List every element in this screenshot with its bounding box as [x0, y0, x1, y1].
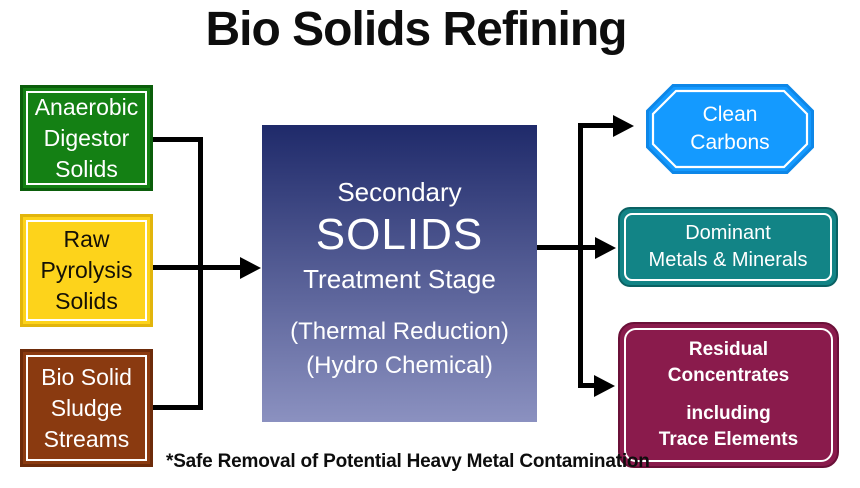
- box-text-line: Digestor: [43, 124, 130, 151]
- box-text-line: Anaerobic: [34, 93, 139, 120]
- connector-brown-stub: [153, 405, 203, 410]
- process-subtitle-top: Secondary: [337, 177, 462, 207]
- arrowhead-into-residual: [594, 375, 615, 397]
- anaerobic-digestor-solids-label: Anaerobic Digestor Solids: [26, 91, 147, 185]
- connector-mid-branch: [583, 245, 596, 250]
- box-text-line: Metals & Minerals: [648, 249, 808, 271]
- process-method-1: (Thermal Reduction): [290, 318, 509, 345]
- octagon-shape: [646, 84, 814, 174]
- process-subtitle-bottom: Treatment Stage: [303, 264, 496, 294]
- arrowhead-into-process: [240, 257, 261, 279]
- box-text-line: Dominant: [685, 222, 771, 244]
- bio-solid-sludge-streams-box: Bio Solid Sludge Streams: [20, 349, 153, 467]
- anaerobic-digestor-solids-box: Anaerobic Digestor Solids: [20, 85, 153, 191]
- clean-carbons-label: Clean Carbons: [646, 84, 814, 174]
- box-text-line: Clean: [702, 103, 758, 126]
- box-text-line: including: [686, 403, 771, 424]
- arrowhead-into-clean-carbons: [613, 115, 634, 137]
- arrowhead-into-dominant-metals: [595, 237, 616, 259]
- residual-concentrates-label: Residual Concentrates including Trace El…: [624, 328, 833, 462]
- dominant-metals-minerals-box: Dominant Metals & Minerals: [618, 207, 838, 287]
- box-text-line: Pyrolysis: [40, 257, 133, 283]
- secondary-solids-treatment-box: Secondary SOLIDS Treatment Stage (Therma…: [262, 125, 537, 422]
- box-text-line: Trace Elements: [658, 429, 799, 450]
- box-text-line: Bio Solid: [41, 363, 132, 390]
- connector-process-exit: [537, 245, 583, 250]
- spacer: [262, 297, 537, 315]
- connector-left-vertical: [198, 137, 203, 410]
- dominant-metals-minerals-label: Dominant Metals & Minerals: [624, 213, 832, 281]
- clean-carbons-octagon: Clean Carbons: [646, 84, 814, 174]
- box-text-line: Sludge: [50, 394, 123, 421]
- connector-top-branch: [578, 123, 614, 128]
- box-text-line: Streams: [43, 425, 130, 452]
- box-text-line: Raw: [63, 226, 110, 252]
- residual-concentrates-box: Residual Concentrates including Trace El…: [618, 322, 839, 468]
- connector-bottom-branch: [578, 383, 595, 388]
- connector-main-shaft: [153, 265, 241, 270]
- octagon-fill: [646, 84, 814, 174]
- safety-footnote: *Safe Removal of Potential Heavy Metal C…: [166, 451, 650, 472]
- box-text-line: Solids: [55, 288, 118, 314]
- connector-right-vertical: [578, 123, 583, 388]
- process-headline: SOLIDS: [315, 210, 484, 259]
- box-text-line: Residual: [688, 339, 769, 360]
- octagon-inner-line: [651, 89, 809, 169]
- raw-pyrolysis-solids-label: Raw Pyrolysis Solids: [26, 220, 147, 321]
- raw-pyrolysis-solids-box: Raw Pyrolysis Solids: [20, 214, 153, 327]
- box-text-line: Carbons: [690, 131, 770, 154]
- bio-solid-sludge-streams-label: Bio Solid Sludge Streams: [26, 355, 147, 461]
- diagram-title: Bio Solids Refining: [205, 3, 628, 56]
- box-text-line: Solids: [55, 155, 118, 182]
- process-method-2: (Hydro Chemical): [306, 352, 493, 379]
- box-text-line: Concentrates: [667, 365, 790, 386]
- connector-green-stub: [153, 137, 203, 142]
